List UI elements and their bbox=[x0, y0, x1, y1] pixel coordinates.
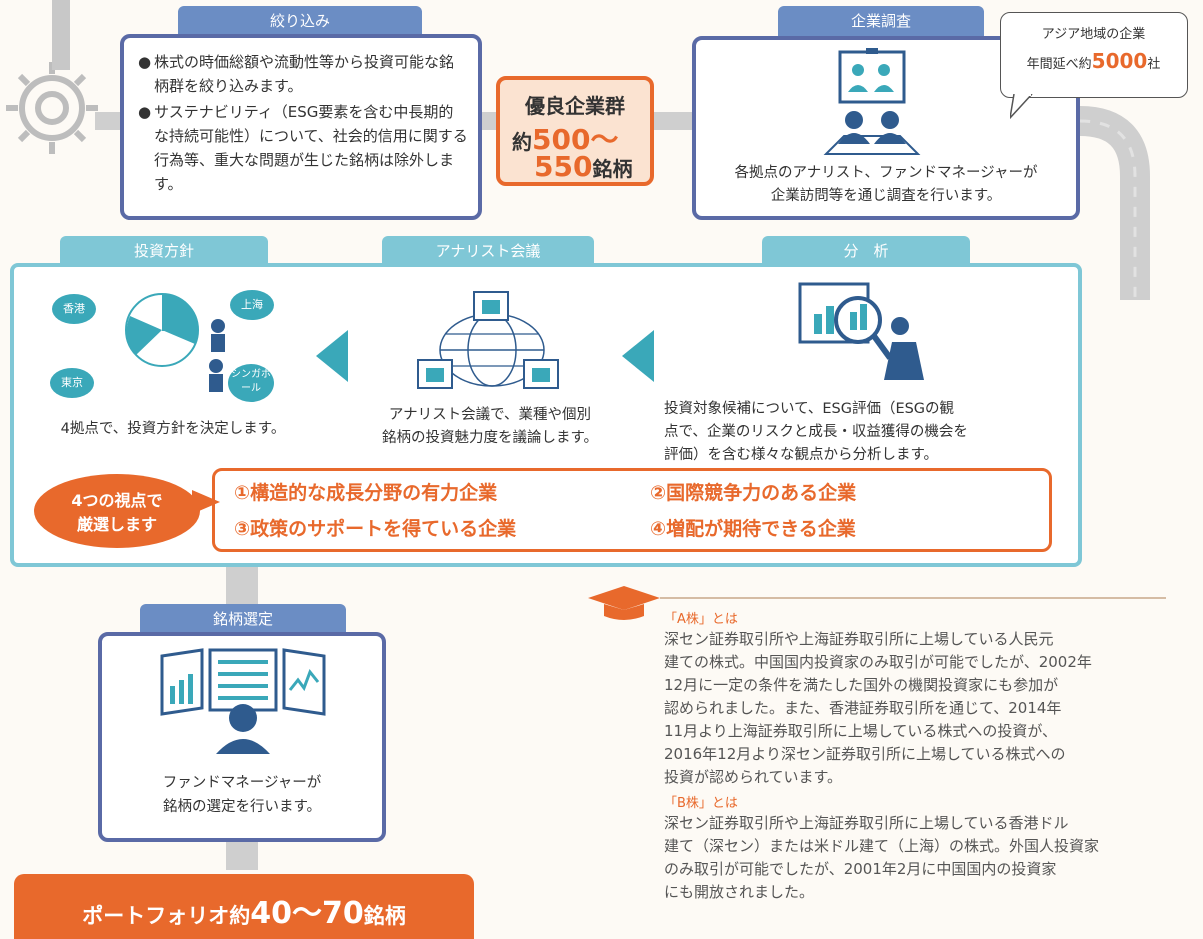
selection-text-2: 銘柄の選定を行います。 bbox=[162, 799, 322, 815]
criteria-badge-pointer bbox=[192, 490, 220, 514]
narrow-bullet-1: ● 株式の時価総額や流動性等から投資可能な銘柄群を絞り込みます。 bbox=[138, 53, 455, 95]
policy-tag: 投資方針 bbox=[60, 236, 268, 266]
narrow-box: ● 株式の時価総額や流動性等から投資可能な銘柄群を絞り込みます。 ● サステナビ… bbox=[120, 34, 482, 220]
criteria-badge: 4つの視点で 厳選します bbox=[34, 474, 200, 548]
callout-bubble: アジア地域の企業 年間延べ約5000社 bbox=[1000, 12, 1188, 98]
universe-title: 優良企業群 bbox=[525, 94, 625, 118]
city-hongkong: 香港 bbox=[52, 294, 96, 324]
analysis-text-2: 点で、企業のリスクと成長・収益獲得の機会を bbox=[664, 424, 968, 440]
universe-range-end: 550銘柄 bbox=[534, 150, 633, 183]
criteria-item-4: ④増配が期待できる企業 bbox=[650, 518, 856, 540]
note-a-body: 深セン証券取引所や上海証券取引所に上場している人民元 建ての株式。中国国内投資家… bbox=[664, 630, 1092, 786]
analysis-magnifier-icon bbox=[798, 282, 924, 380]
globe-meeting-icon bbox=[417, 291, 559, 389]
research-text-1: 各拠点のアナリスト、ファンドマネージャーが bbox=[734, 165, 1038, 181]
selection-tag: 銘柄選定 bbox=[140, 604, 346, 634]
gear-icon bbox=[6, 62, 98, 154]
arrow-left-1 bbox=[316, 330, 348, 382]
narrow-tag: 絞り込み bbox=[178, 6, 422, 36]
narrow-bullet-2: ● サステナビリティ（ESG要素を含む中長期的な持続可能性）について、社会的信用… bbox=[138, 103, 468, 193]
portfolio-banner: ポートフォリオ約40～70銘柄 bbox=[14, 874, 474, 939]
analysis-text-1: 投資対象候補について、ESG評価（ESGの観 bbox=[664, 401, 955, 417]
criteria-item-2: ②国際競争力のある企業 bbox=[650, 482, 857, 504]
criteria-box bbox=[212, 468, 1052, 552]
callout-line-2: 年間延べ約5000社 bbox=[1026, 49, 1161, 73]
fund-manager-screens-icon bbox=[160, 648, 326, 754]
note-b-heading: 「B株」とは bbox=[664, 796, 738, 811]
arrow-left-2 bbox=[622, 330, 654, 382]
selection-text-1: ファンドマネージャーが bbox=[162, 775, 322, 791]
meeting-text-2: 銘柄の投資魅力度を議論します。 bbox=[381, 430, 599, 446]
policy-text: 4拠点で、投資方針を決定します。 bbox=[60, 421, 286, 437]
universe-range-start: 約500～ bbox=[512, 123, 619, 156]
universe-box: 優良企業群 約500～ 550銘柄 bbox=[496, 76, 654, 186]
graduation-cap-icon bbox=[588, 586, 1166, 620]
research-text-2: 企業訪問等を通じ調査を行います。 bbox=[770, 188, 1002, 204]
analysis-text-3: 評価）を含む様々な観点から分析します。 bbox=[664, 447, 939, 463]
analysis-tag: 分 析 bbox=[762, 236, 970, 266]
city-tokyo: 東京 bbox=[50, 368, 94, 398]
city-singapore: シンガポール bbox=[228, 364, 274, 402]
pie-chart-people-icon bbox=[125, 293, 225, 392]
note-b-body: 深セン証券取引所や上海証券取引所に上場している香港ドル 建て（深セン）または米ド… bbox=[664, 814, 1100, 901]
research-tag: 企業調査 bbox=[778, 6, 984, 36]
meeting-text-1: アナリスト会議で、業種や個別 bbox=[388, 407, 592, 423]
callout-line-1: アジア地域の企業 bbox=[1041, 27, 1146, 42]
criteria-item-1: ①構造的な成長分野の有力企業 bbox=[234, 482, 498, 504]
note-a-heading: 「A株」とは bbox=[664, 612, 738, 627]
meeting-people-icon bbox=[823, 48, 921, 155]
selection-box: ファンドマネージャーが 銘柄の選定を行います。 bbox=[98, 632, 386, 842]
meeting-tag: アナリスト会議 bbox=[382, 236, 594, 266]
criteria-item-3: ③政策のサポートを得ている企業 bbox=[234, 518, 517, 540]
callout-pointer bbox=[1010, 94, 1033, 120]
city-shanghai: 上海 bbox=[230, 290, 274, 320]
